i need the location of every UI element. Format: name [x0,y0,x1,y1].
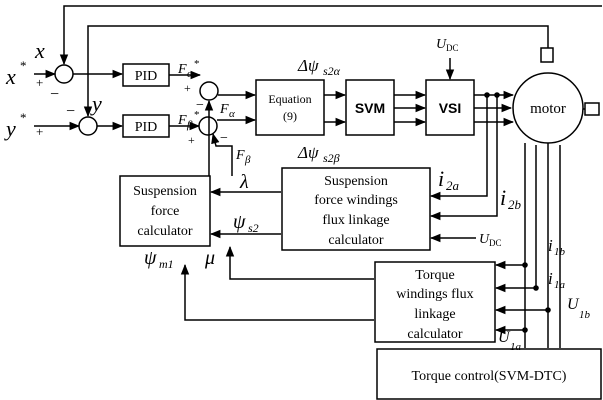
dpsi-beta-sub: s2β [323,151,340,165]
f-beta-minus: − [220,131,228,146]
pid2-label: PID [135,120,158,135]
f-beta-plus: + [188,133,195,147]
pid1-label: PID [135,69,158,84]
y-fb-symbol: y [90,91,102,116]
psi-s2-symbol: ψ [233,211,246,233]
f-beta-feedback [211,132,233,176]
vsi-block [425,79,475,136]
equation-block [255,79,325,136]
dpsi-beta-symbol: Δψ [297,143,319,162]
equation-label-1: Equation [268,92,311,106]
f-alpha-ref-symbol: F [177,62,187,77]
svm-label: SVM [355,100,385,116]
tap-dot-4 [522,327,528,333]
f-alpha-sub: α [229,108,235,120]
tap-dot-2 [533,285,539,291]
u1b-sub: 1b [579,309,591,321]
x-feedback-line [59,5,602,66]
susp-flux-block [281,167,431,251]
susp-calc-block [119,175,211,247]
torque-control-block [376,348,602,400]
f-alpha-ref-star: * [194,58,200,70]
f-alpha-symbol: F [219,102,229,117]
i2a-symbol: i [438,166,444,191]
vsi-label: VSI [439,100,462,116]
mu-line [225,245,374,280]
mu-symbol: μ [204,247,215,269]
udc-top-sub: DC [446,43,459,53]
i2a-line [429,95,488,201]
i1a-line [494,145,537,293]
susp-calc-label-3: calculator [137,224,193,239]
y-ref-symbol: y [4,116,16,141]
psi-m1-line [180,263,374,321]
f-alpha-minus: − [196,98,204,113]
f-beta-symbol: F [235,148,245,163]
x-sum-junction [54,64,74,84]
svm-block [345,79,395,136]
i2b-line [429,95,498,221]
u1b-symbol: U [567,296,580,313]
udc-mid-sub: DC [489,238,502,248]
torque-flux-label-1: Torque [415,268,454,283]
y-ref-star: * [20,110,27,125]
f-beta-ref-symbol: F [177,113,187,128]
x-ref-star: * [20,58,27,73]
x-ref-symbol: x [5,64,16,89]
dpsi-alpha-sub: s2α [323,64,341,78]
i2b-sub: 2b [508,197,522,212]
torque-control-label: Torque control(SVM-DTC) [412,369,567,384]
u1a-symbol: U [498,329,511,346]
susp-flux-label-4: calculator [328,233,384,248]
torque-flux-label-3: linkage [414,307,455,322]
i1b-symbol: i [548,236,553,255]
i1b-sub: 1b [554,246,566,258]
i2b-symbol: i [500,185,506,210]
f-alpha-plus: + [184,81,191,95]
f-beta-ref-sub: β [186,119,193,131]
i2a-sub: 2a [446,178,460,193]
psi-m1-symbol: ψ [144,247,157,269]
x-fb-minus: − [50,86,59,103]
f-alpha-ref-sub: α [187,68,193,80]
dpsi-alpha-symbol: Δψ [297,56,319,75]
u1a-sub: 1a [510,341,522,353]
udc-top-symbol: U [436,37,447,52]
f-beta-sub: β [244,154,251,166]
f-beta-ref-star: * [194,109,200,121]
x-fb-symbol: x [34,38,45,63]
y-ref-plus: + [36,124,43,139]
i1a-sub: 1a [554,279,566,291]
equation-label-2: (9) [283,109,297,123]
y-sum-junction [78,116,98,136]
y-sensor-box [584,102,600,116]
f-beta-sum-junction [198,116,218,136]
x-sensor-box [540,47,554,63]
udc-mid-symbol: U [479,232,490,247]
motor-label: motor [530,101,566,117]
susp-flux-label-3: flux linkage [322,213,389,228]
x-ref-plus: + [36,75,43,90]
torque-flux-label-2: windings flux [396,287,473,302]
y-fb-minus: − [66,103,75,120]
susp-flux-label-2: force windings [314,193,398,208]
susp-calc-label-2: force [151,204,180,219]
susp-flux-label-1: Suspension [324,174,388,189]
psi-m1-sub: m1 [159,257,174,271]
susp-calc-label-1: Suspension [133,184,197,199]
torque-flux-label-4: calculator [407,327,463,342]
psi-s2-sub: s2 [248,221,259,235]
lambda-symbol: λ [239,171,249,193]
tap-dot-1 [522,262,528,268]
tap-dot-3 [545,307,551,313]
y-feedback-line [83,25,549,118]
i1a-symbol: i [548,269,553,288]
torque-flux-block [374,261,496,343]
